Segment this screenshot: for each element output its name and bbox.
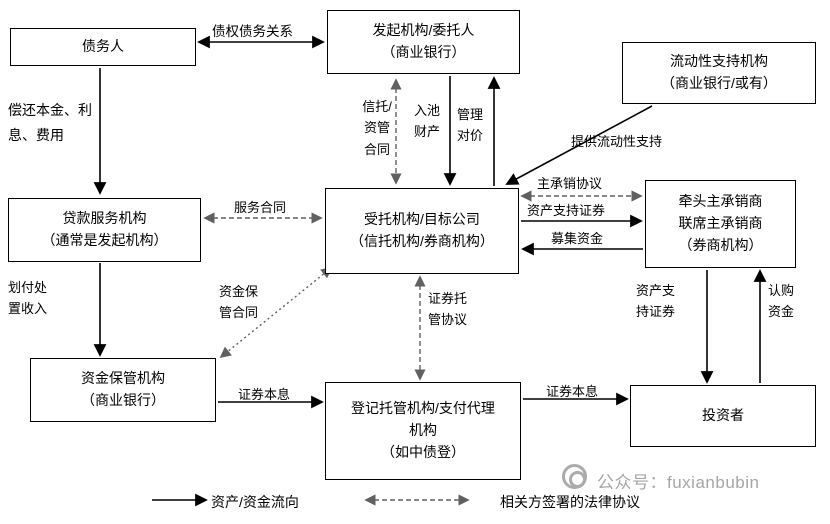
- label-provide-liquidity-support: 提供流动性支持: [571, 134, 663, 149]
- box-liquidity-support: 流动性支持机构 （商业银行/或有）: [622, 42, 816, 104]
- legend-dashed-arrow-label: 相关方签署的法律协议: [500, 494, 640, 510]
- label-management-consideration: 管理 对价: [456, 107, 483, 144]
- box-originator: 发起机构/委托人 （商业银行）: [327, 10, 520, 74]
- label-subscription-funds: 认购 资金: [768, 283, 795, 320]
- label-repay-principal-interest: 偿还本金、利 息、费用: [8, 102, 92, 144]
- label-creditor-debtor-relation: 债权债务关系: [212, 24, 293, 39]
- label-service-contract: 服务合同: [234, 200, 287, 215]
- box-trustee: 受托机构/目标公司 （信托机构/券商机构）: [325, 188, 519, 274]
- arrow-liquidity-support: [505, 105, 653, 185]
- box-debtor-label: 债务人: [82, 38, 124, 55]
- box-investor-label: 投资者: [702, 407, 744, 424]
- box-loan-servicer: 贷款服务机构 （通常是发起机构）: [8, 198, 201, 262]
- label-abs-to-underwriter: 资产支持证券: [527, 203, 606, 218]
- label-fund-custody-contract: 资金保 管合同: [219, 284, 259, 321]
- label-principal-interest-left: 证券本息: [238, 387, 291, 402]
- label-raised-funds: 募集资金: [551, 231, 604, 246]
- box-registrar: 登记托管机构/支付代理 机构 （如中债登）: [325, 382, 521, 480]
- box-underwriter: 牵头主承销商 联席主承销商 （券商机构）: [645, 180, 796, 268]
- label-pooled-assets: 入池 财产: [413, 103, 440, 140]
- box-registrar-label: 登记托管机构/支付代理 机构 （如中债登）: [351, 400, 495, 460]
- box-trustee-label: 受托机构/目标公司 （信托机构/券商机构）: [350, 211, 494, 249]
- box-underwriter-label: 牵头主承销商 联席主承销商 （券商机构）: [678, 193, 763, 253]
- label-transfer-disposal-income: 划付处 置收入: [8, 280, 48, 317]
- box-loan-servicer-label: 贷款服务机构 （通常是发起机构）: [41, 210, 168, 248]
- box-investor: 投资者: [630, 385, 816, 447]
- label-abs-to-investor: 资产支 持证券: [636, 283, 676, 320]
- watermark-text: 公众号：fuxianbubin: [597, 473, 760, 492]
- dotted-fund-custody-contract: [219, 266, 333, 359]
- box-liquidity-support-label: 流动性支持机构 （商业银行/或有）: [661, 53, 777, 91]
- box-debtor: 债务人: [10, 28, 196, 66]
- label-lead-underwriting-agreement: 主承销协议: [537, 176, 603, 191]
- box-originator-label: 发起机构/委托人 （商业银行）: [372, 22, 475, 60]
- legend-solid-arrow-label: 资产/资金流向: [211, 494, 299, 510]
- box-fund-custodian: 资金保管机构 （商业银行）: [30, 358, 216, 422]
- watermark-logo-icon: [562, 464, 587, 489]
- box-fund-custodian-label: 资金保管机构 （商业银行）: [81, 370, 165, 408]
- label-securities-custody-agreement: 证券托 管协议: [428, 291, 468, 328]
- label-trust-contract: 信托/ 资管 合同: [362, 99, 392, 157]
- label-principal-interest-right: 证券本息: [546, 384, 599, 399]
